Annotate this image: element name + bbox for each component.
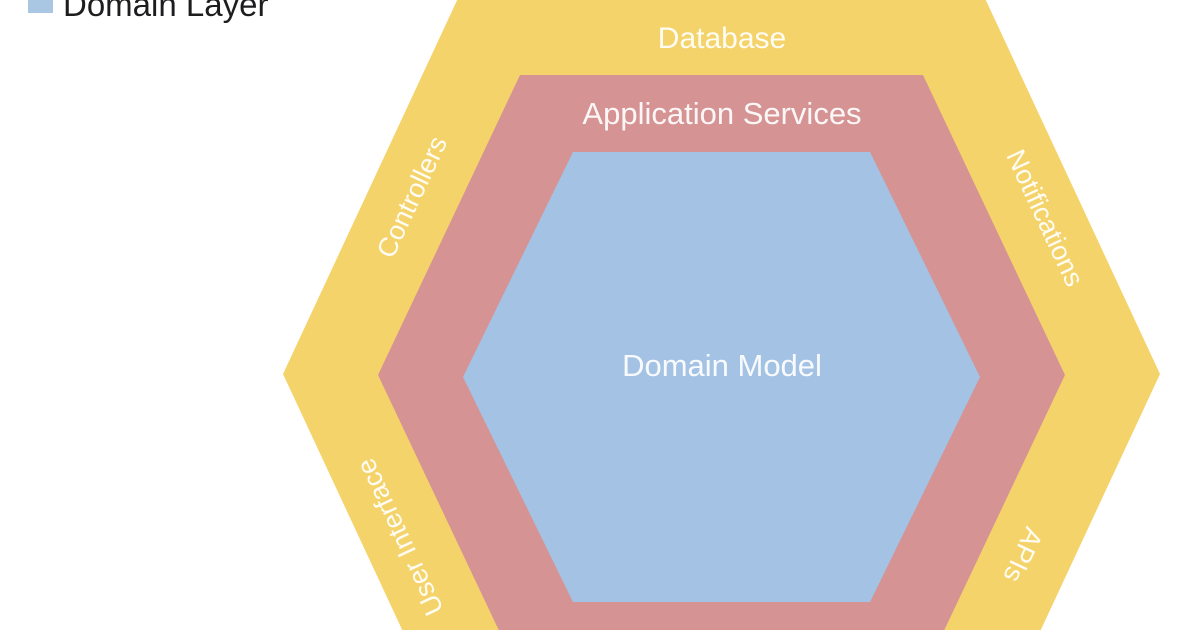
legend-swatch-domain-layer (28, 0, 53, 13)
label-database: Database (658, 22, 786, 55)
label-application-services: Application Services (582, 96, 861, 131)
label-domain-model: Domain Model (622, 348, 822, 383)
legend: Domain Layer (28, 0, 268, 23)
legend-label-domain-layer: Domain Layer (63, 0, 268, 23)
inner-hexagon (463, 152, 980, 602)
